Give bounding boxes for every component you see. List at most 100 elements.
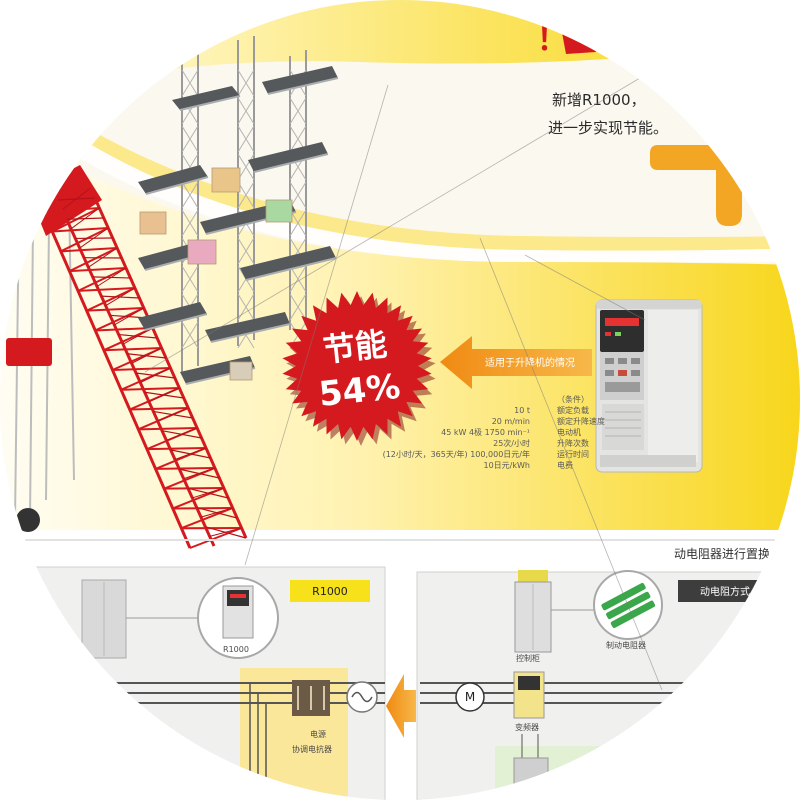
conveyor-tray (138, 302, 207, 330)
cargo-box (187, 239, 217, 265)
badge-text-group: 节能 54% (317, 325, 402, 415)
inverter-nameplate (600, 455, 696, 467)
resistor-bar (601, 582, 646, 611)
scan-artifact-line (524, 254, 646, 321)
green-highlight-area (495, 746, 605, 800)
scan-artifact-line (479, 237, 663, 691)
tower-brace (237, 181, 255, 209)
r1000-device-led (230, 594, 246, 598)
top-yellow-area (150, 0, 800, 72)
conveyor-tray-edge (253, 153, 329, 173)
crane-boom-lattice (33, 177, 248, 549)
crane-lattice-rung (62, 187, 91, 211)
spec-value: 45 kW 4极 1750 min⁻¹ (441, 427, 530, 437)
inverter-key (618, 358, 627, 364)
inverter-key (631, 370, 640, 376)
crane-lattice-rung (174, 447, 207, 460)
crane-lattice-brace (52, 227, 109, 233)
crane-lattice-brace (86, 287, 136, 312)
conveyor-tray (138, 165, 208, 194)
crane-lattice-brace (60, 227, 109, 253)
crane-lattice-brace (129, 407, 189, 411)
scan-artifact-line (244, 84, 389, 566)
crane-lattice-rung (96, 267, 127, 287)
tower-brace (237, 293, 255, 321)
crane-lattice-rung (79, 227, 109, 249)
cargo-box (265, 199, 293, 223)
sine-wave-icon (351, 691, 373, 703)
cargo-box (211, 167, 241, 193)
tower-brace (289, 209, 307, 237)
conveyor-tray-edge (145, 176, 209, 195)
cargo-box (229, 361, 253, 381)
spec-value: (12小时/天，365天/年) 100,000日元/年 (383, 449, 530, 459)
tower-brace (237, 125, 255, 153)
tower-brace (181, 265, 199, 293)
crane-lattice-rung (157, 407, 189, 422)
energy-saving-badge (282, 291, 432, 441)
crane-lattice-rung (209, 527, 242, 537)
conveyor-tower-illustration (138, 36, 339, 385)
braking-resistor-panel: 动电阻方式 控制柜 制动电阻器 M 变频器 (416, 570, 783, 800)
crane-lattice-brace (51, 207, 100, 233)
crane-lattice-brace (146, 447, 207, 451)
crane-lattice-rung (200, 507, 233, 518)
crane-lattice-rung (166, 427, 198, 441)
crane-lattice-rung (88, 247, 118, 268)
crane-lattice-brace (164, 487, 224, 490)
conveyor-tray-edge (144, 313, 208, 331)
r1000-tag (290, 580, 370, 602)
inverter-key (605, 358, 614, 364)
tower-brace (289, 293, 307, 321)
crane-lattice-brace (172, 487, 225, 510)
motor-label: M (465, 690, 475, 704)
tower-brace (181, 321, 199, 349)
crane-lattice-rung (192, 487, 224, 499)
comparison-heading: 动电阻器进行置换 (674, 547, 770, 561)
tower-brace (181, 209, 199, 237)
motor-icon (455, 682, 485, 712)
conveyor-tray (240, 246, 336, 280)
inverter-key (618, 370, 627, 376)
spec-value: 10 t (514, 406, 530, 415)
crane-lattice-rung (105, 287, 136, 307)
crane-lattice-rung (122, 327, 153, 345)
crane-rope-clamp (6, 338, 52, 366)
spec-heading: （条件） (557, 394, 589, 404)
resistor-method-tag-label: 动电阻方式 (700, 585, 750, 598)
crane-lattice-brace (181, 507, 234, 530)
crane-lattice-rung (140, 367, 171, 384)
crane-lattice-brace (69, 247, 118, 273)
tower-brace (289, 265, 307, 293)
tower-brace (181, 181, 199, 209)
crane-lattice-brace (43, 207, 100, 213)
inverter-led-readout (605, 318, 639, 326)
inverter-icon-display (518, 676, 540, 690)
inverter-key-row (605, 382, 640, 392)
inverter-status-led (605, 332, 611, 336)
intro-line-1: 新增R1000， (552, 91, 646, 109)
r1000-tag-label: R1000 (312, 585, 348, 598)
quote-bracket-shape (650, 145, 742, 226)
tower-brace (237, 153, 255, 181)
replacement-arrow (386, 674, 416, 738)
banner-headline-fragment (560, 20, 604, 54)
scan-artifact-line (144, 77, 641, 373)
spec-label: 运行时间 (557, 449, 589, 459)
application-arrow (440, 336, 592, 389)
inverter-key (631, 358, 640, 364)
spec-label: 额定升降速度 (557, 416, 605, 426)
crane-lattice-brace (69, 267, 127, 273)
spec-label: 电费 (557, 460, 573, 470)
crane-lattice-brace (138, 427, 198, 431)
reactor-label-2: 协调电抗器 (292, 744, 332, 754)
inverter-side-panel (648, 310, 698, 462)
crane-lattice-rung (183, 467, 216, 480)
crane-lattice-brace (103, 347, 162, 352)
tower-brace (237, 69, 255, 97)
inverter-key (605, 370, 614, 376)
inverter-caption: 变频器 (515, 722, 539, 732)
crane-lattice-brace (60, 247, 118, 253)
crane-lattice-brace (103, 327, 154, 352)
